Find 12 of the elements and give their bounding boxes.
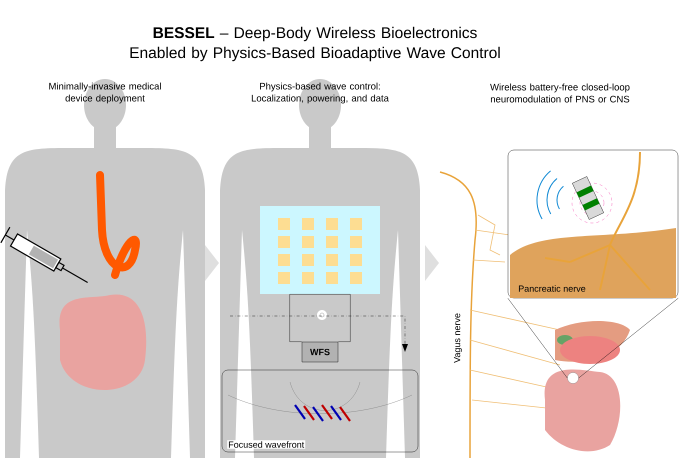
inset-box: Pancreatic nerve [508,150,678,298]
title: BESSEL – Deep-Body Wireless Bioelectronics Enabled by Physics-Based Bioadaptive Wave Control [130,26,500,62]
leader-line [508,298,678,378]
electrode-patch [260,206,380,294]
inset-box: Focused wavefront [222,370,418,452]
process-box: WFS [302,342,338,362]
wire [290,294,350,342]
nerve-label: Vagus nerve [454,313,462,363]
panel-caption: Minimally-invasive medical device deployment [49,82,161,104]
panel-caption: Physics-based wave control: Localization, powering, and data [252,82,389,104]
panel-caption: Wireless battery-free closed-loop neuromodulation of PNS or CNS [490,84,630,102]
implant-site [567,372,579,384]
